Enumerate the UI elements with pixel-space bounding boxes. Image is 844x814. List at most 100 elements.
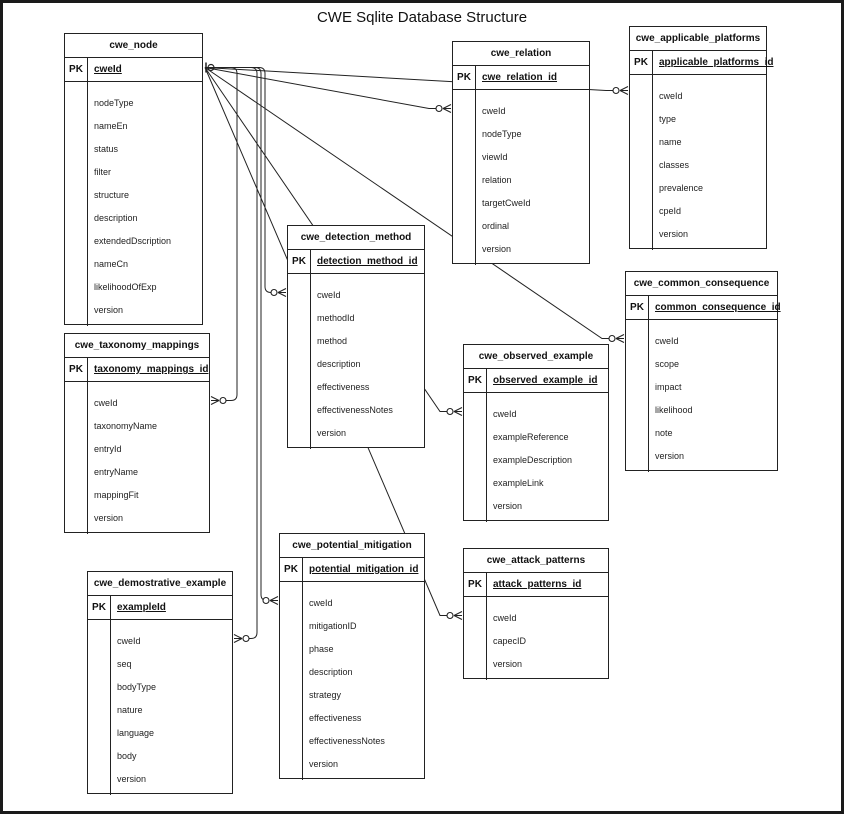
field-version: version bbox=[309, 759, 339, 769]
primary-key-field: potential_mitigation_id bbox=[309, 564, 419, 575]
field-version: version bbox=[117, 774, 147, 784]
primary-key-field: applicable_platforms_id bbox=[659, 57, 774, 68]
field-cweid: cweId bbox=[493, 409, 517, 419]
field-cweid: cweId bbox=[317, 290, 341, 300]
pk-label: PK bbox=[468, 579, 482, 590]
column-divider bbox=[87, 382, 88, 534]
field-classes: classes bbox=[659, 160, 690, 170]
field-prevalence: prevalence bbox=[659, 183, 704, 193]
many-marker-crowfoot bbox=[269, 596, 279, 605]
field-version: version bbox=[482, 244, 512, 254]
field-seq: seq bbox=[117, 659, 132, 669]
pk-label: PK bbox=[292, 256, 306, 267]
column-divider bbox=[486, 393, 487, 522]
field-taxonomyname: taxonomyName bbox=[94, 421, 158, 431]
primary-key-field: attack_patterns_id bbox=[493, 579, 582, 590]
field-type: type bbox=[659, 114, 677, 124]
column-divider bbox=[110, 620, 111, 795]
relationship-lines bbox=[204, 62, 629, 643]
primary-key-field: taxonomy_mappings_id bbox=[94, 364, 209, 375]
field-impact: impact bbox=[655, 382, 682, 392]
pk-label: PK bbox=[468, 375, 482, 386]
many-marker-circle bbox=[435, 104, 443, 113]
column-divider bbox=[87, 82, 88, 326]
many-marker-crowfoot bbox=[277, 288, 287, 297]
field-cpeid: cpeId bbox=[659, 206, 682, 216]
entity-title: cwe_detection_method bbox=[288, 226, 424, 250]
column-divider bbox=[475, 66, 476, 89]
relationship-line-cwe-relation bbox=[204, 67, 441, 109]
field-targetcweid: targetCweId bbox=[482, 198, 531, 208]
field-mitigationid: mitigationID bbox=[309, 621, 357, 631]
field-scope: scope bbox=[655, 359, 680, 369]
column-divider bbox=[486, 597, 487, 680]
primary-key-row: PK attack_patterns_id bbox=[464, 573, 608, 597]
field-bodytype: bodyType bbox=[117, 682, 157, 692]
field-note: note bbox=[655, 428, 673, 438]
field-entryname: entryName bbox=[94, 467, 139, 477]
entity-title: cwe_potential_mitigation bbox=[280, 534, 424, 558]
pk-label: PK bbox=[634, 57, 648, 68]
primary-key-field: cweId bbox=[94, 64, 122, 75]
field-body: body bbox=[117, 751, 137, 761]
entity-title: cwe_taxonomy_mappings bbox=[65, 334, 209, 358]
field-effectiveness: effectiveness bbox=[317, 382, 370, 392]
column-divider bbox=[87, 358, 88, 381]
many-marker-crowfoot bbox=[453, 611, 463, 620]
field-description: description bbox=[309, 667, 353, 677]
many-marker-crowfoot bbox=[619, 86, 629, 95]
field-effectivenessnotes: effectivenessNotes bbox=[317, 405, 393, 415]
field-method: method bbox=[317, 336, 348, 346]
many-marker-crowfoot bbox=[442, 104, 452, 113]
relationship-line-cwe-demostrative-example bbox=[205, 67, 258, 639]
field-version: version bbox=[94, 305, 124, 315]
field-version: version bbox=[94, 513, 124, 523]
field-language: language bbox=[117, 728, 155, 738]
pk-label: PK bbox=[69, 364, 83, 375]
field-phase: phase bbox=[309, 644, 334, 654]
column-divider bbox=[110, 596, 111, 619]
primary-key-row: PK cweId bbox=[65, 58, 202, 82]
primary-key-field: common_consequence_id bbox=[655, 302, 781, 313]
field-version: version bbox=[493, 501, 523, 511]
many-marker-crowfoot bbox=[453, 407, 463, 416]
column-divider bbox=[648, 296, 649, 319]
column-divider bbox=[310, 274, 311, 449]
field-structure: structure bbox=[94, 190, 130, 200]
field-filter: filter bbox=[94, 167, 112, 177]
column-divider bbox=[652, 51, 653, 74]
relationship-line-cwe-detection-method bbox=[205, 67, 276, 293]
many-marker-crowfoot bbox=[233, 634, 243, 643]
many-marker-crowfoot bbox=[615, 334, 625, 343]
pk-label: PK bbox=[457, 72, 471, 83]
pk-label: PK bbox=[69, 64, 83, 75]
column-divider bbox=[475, 90, 476, 265]
many-marker-circle bbox=[242, 634, 250, 643]
field-cweid: cweId bbox=[94, 398, 118, 408]
primary-key-row: PK taxonomy_mappings_id bbox=[65, 358, 209, 382]
field-relation: relation bbox=[482, 175, 512, 185]
field-entryid: entryId bbox=[94, 444, 122, 454]
field-strategy: strategy bbox=[309, 690, 342, 700]
field-namecn: nameCn bbox=[94, 259, 129, 269]
field-nature: nature bbox=[117, 705, 143, 715]
